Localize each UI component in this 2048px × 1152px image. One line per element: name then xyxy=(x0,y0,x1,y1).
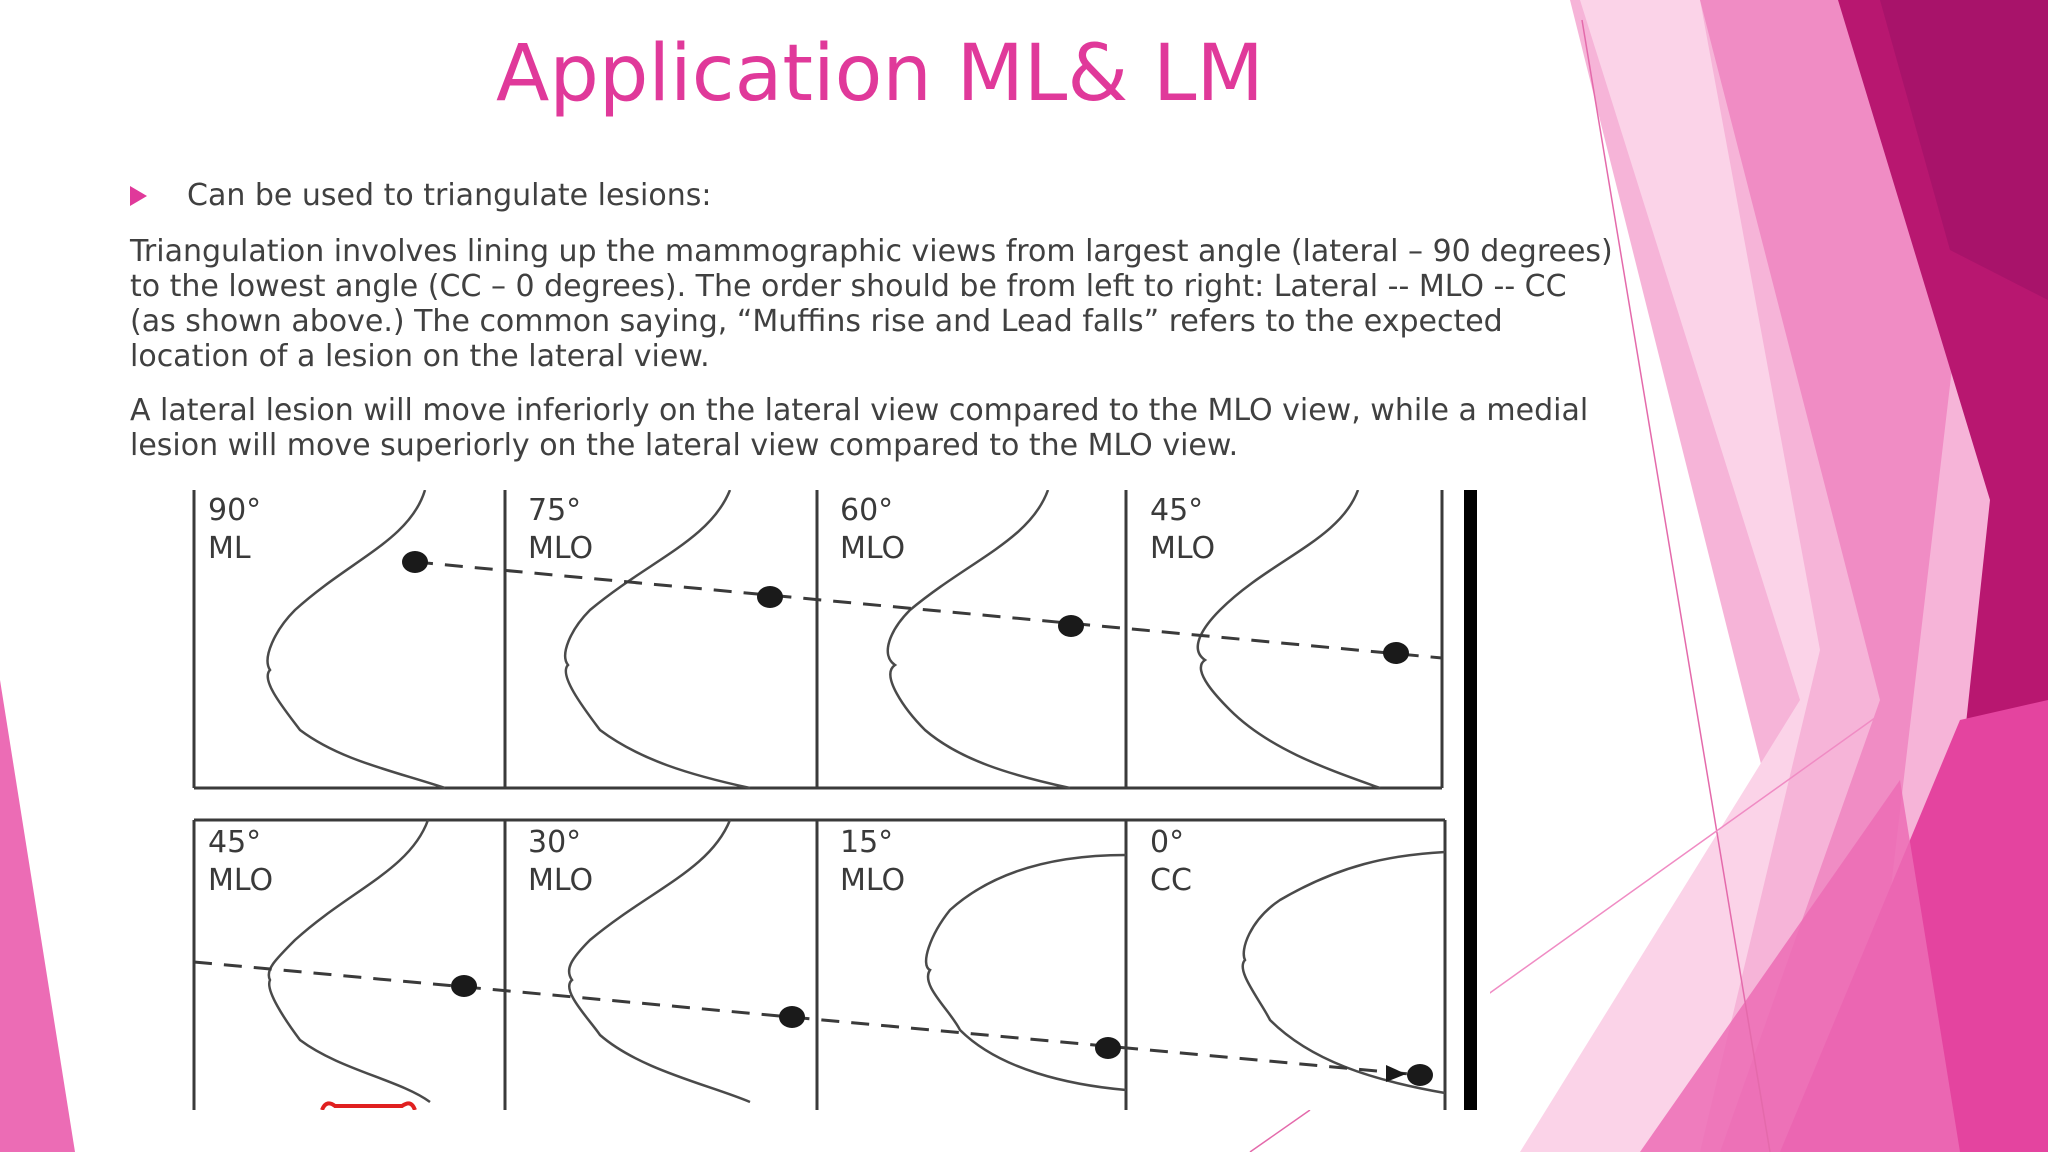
arrowhead-icon xyxy=(1386,1065,1406,1082)
bg-facet-pale xyxy=(1520,0,1820,1152)
slide-title: Application ML& LM xyxy=(496,29,1264,119)
top-row-lesion-line xyxy=(414,560,1443,660)
paragraph-line: Triangulation involves lining up the mam… xyxy=(130,234,1613,269)
bg-facet-mid xyxy=(1700,0,1960,1152)
bg-facet-bottom xyxy=(1640,780,1960,1152)
diagram-background xyxy=(190,490,1490,1110)
right-border-bar xyxy=(1464,490,1477,1110)
paragraph-line: to the lowest angle (CC – 0 degrees). Th… xyxy=(130,269,1567,304)
paragraph-triangulation: Triangulation involves lining up the mam… xyxy=(130,234,1613,374)
top-row-lesions xyxy=(402,551,1409,664)
label-bottom-3-view: MLO xyxy=(840,863,905,898)
label-top-4-view: MLO xyxy=(1150,531,1215,566)
bg-thin-line xyxy=(1581,19,1771,1152)
triangle-bullet-icon xyxy=(130,186,147,206)
label-top-4-angle: 45° xyxy=(1150,493,1203,528)
label-bottom-1-view: MLO xyxy=(208,863,273,898)
label-bottom-4-view: CC xyxy=(1150,863,1192,898)
paragraph-line: A lateral lesion will move inferiorly on… xyxy=(130,393,1589,428)
label-top-2-view: MLO xyxy=(528,531,593,566)
label-top-1-angle: 90° xyxy=(208,493,261,528)
bottom-row-lesions xyxy=(451,975,1433,1086)
bottom-row-outlines xyxy=(267,819,1446,1104)
paragraph-line: location of a lesion on the lateral view… xyxy=(130,339,710,374)
bg-thin-line xyxy=(1479,699,1901,1001)
row-separator xyxy=(194,786,1445,822)
triangulation-diagram: 90° ML 75° MLO 60° MLO 45° MLO 45° MLO 3… xyxy=(190,490,1490,1110)
label-top-1-view: ML xyxy=(208,531,251,566)
label-top-3-view: MLO xyxy=(840,531,905,566)
bg-facet-deep xyxy=(1880,0,2048,300)
paragraph-lesion-movement: A lateral lesion will move inferiorly on… xyxy=(130,393,1589,463)
bullet-item: Can be used to triangulate lesions: xyxy=(130,176,711,216)
label-top-3-angle: 60° xyxy=(840,493,893,528)
top-row-outlines xyxy=(266,490,1381,790)
bullet-text: Can be used to triangulate lesions: xyxy=(187,178,712,213)
red-scale-mark xyxy=(320,1101,417,1110)
label-bottom-2-view: MLO xyxy=(528,863,593,898)
paragraph-line: lesion will move superiorly on the later… xyxy=(130,428,1239,463)
label-bottom-2-angle: 30° xyxy=(528,825,581,860)
label-bottom-3-angle: 15° xyxy=(840,825,893,860)
paragraph-line: (as shown above.) The common saying, “Mu… xyxy=(130,304,1503,339)
bottom-row-lesion-line xyxy=(193,960,1421,1077)
panel-dividers xyxy=(192,490,1447,1110)
label-bottom-4-angle: 0° xyxy=(1150,825,1184,860)
bg-left-wedge xyxy=(0,680,75,1152)
label-bottom-1-angle: 45° xyxy=(208,825,261,860)
bg-thin-line xyxy=(1249,1109,1311,1152)
label-top-2-angle: 75° xyxy=(528,493,581,528)
